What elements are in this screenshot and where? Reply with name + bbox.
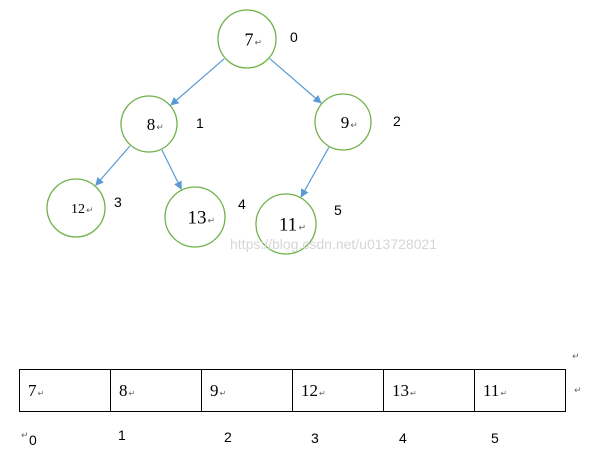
paragraph-mark: ↵ bbox=[208, 217, 216, 227]
tree-node: 12↵ 3 bbox=[46, 178, 122, 238]
array-row: 7↵ 8↵ 9↵ 12↵ 13↵ 11↵ bbox=[19, 369, 566, 412]
paragraph-mark: ↵ bbox=[319, 388, 326, 398]
tree-node-value: 13 bbox=[188, 208, 207, 229]
tree-node: 8↵ 1 bbox=[120, 95, 204, 153]
tree-node-index: 3 bbox=[114, 194, 122, 210]
array-index-2: 2 bbox=[224, 429, 232, 445]
paragraph-mark: ↵ bbox=[128, 388, 136, 398]
array-cell-1: 8↵ bbox=[110, 369, 202, 412]
array-cell-4: 13↵ bbox=[383, 369, 475, 412]
tree-edge bbox=[170, 58, 225, 106]
tree-edge bbox=[269, 58, 322, 104]
paragraph-mark: ↵ bbox=[37, 388, 45, 398]
paragraph-mark: ↵ bbox=[299, 224, 307, 234]
tree-edge bbox=[161, 149, 182, 190]
tree-node-index: 1 bbox=[196, 115, 204, 131]
paragraph-mark-row-end: ↵ bbox=[574, 386, 582, 396]
tree-node-index: 4 bbox=[238, 196, 246, 212]
array-cell-value: 11 bbox=[483, 380, 500, 400]
tree-edges bbox=[95, 58, 330, 198]
array-index-3: 3 bbox=[311, 430, 319, 446]
array-cell-value: 8 bbox=[119, 380, 128, 400]
tree-node-value: 12 bbox=[71, 202, 85, 217]
tree-node-circle bbox=[217, 9, 277, 69]
array-cell-3: 12↵ bbox=[292, 369, 384, 412]
paragraph-mark: ↵ bbox=[255, 38, 263, 48]
array-cell-value: 9 bbox=[210, 380, 219, 400]
paragraph-mark: ↵ bbox=[86, 206, 94, 216]
tree-node: 11↵ 5 bbox=[255, 193, 342, 255]
array-index-0: 0 bbox=[29, 432, 37, 448]
paragraph-mark-index: ↵ bbox=[21, 431, 29, 441]
heap-array-table: 7↵ 8↵ 9↵ 12↵ 13↵ 11↵ bbox=[19, 369, 566, 412]
tree-node-value: 9 bbox=[341, 113, 350, 132]
watermark-text: https://blog.csdn.net/u013728021 bbox=[230, 236, 437, 252]
array-cell-0: 7↵ bbox=[19, 369, 111, 412]
array-cell-value: 12 bbox=[301, 380, 318, 400]
tree-edge bbox=[300, 147, 330, 198]
array-cell-2: 9↵ bbox=[201, 369, 293, 412]
paragraph-mark: ↵ bbox=[156, 123, 164, 133]
tree-node-index: 5 bbox=[334, 202, 342, 218]
array-index-1: 1 bbox=[118, 427, 126, 443]
array-index-4: 4 bbox=[399, 430, 407, 446]
tree-node: 9↵ 2 bbox=[314, 93, 401, 151]
tree-node-index: 0 bbox=[290, 29, 298, 45]
tree-node-circle bbox=[255, 193, 317, 255]
tree-node-value: 11 bbox=[279, 215, 297, 236]
paragraph-mark-top: ↵ bbox=[572, 352, 580, 362]
tree-node-value: 7 bbox=[245, 29, 254, 49]
tree-node-circle bbox=[120, 95, 178, 153]
paragraph-mark: ↵ bbox=[500, 388, 508, 398]
paragraph-mark: ↵ bbox=[219, 388, 227, 398]
tree-node-index: 2 bbox=[393, 113, 401, 129]
tree-node-circle bbox=[314, 93, 372, 151]
tree-node-circle bbox=[46, 178, 106, 238]
tree-node-value: 8 bbox=[147, 115, 156, 134]
array-index-5: 5 bbox=[491, 430, 499, 446]
array-cell-5: 11↵ bbox=[474, 369, 566, 412]
array-cell-value: 7 bbox=[28, 380, 37, 400]
tree-node: 13↵ 4 bbox=[164, 186, 246, 248]
paragraph-mark: ↵ bbox=[410, 388, 417, 398]
tree-node-circle bbox=[164, 186, 226, 248]
tree-edge bbox=[95, 145, 131, 187]
paragraph-mark: ↵ bbox=[350, 121, 358, 131]
tree-node: 7↵ 0 bbox=[217, 9, 298, 69]
array-cell-value: 13 bbox=[392, 380, 409, 400]
